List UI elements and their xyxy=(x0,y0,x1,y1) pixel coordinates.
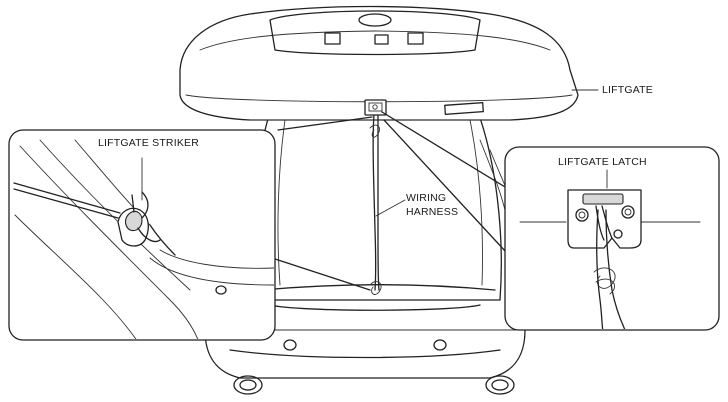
wiring-harness-label-line2: HARNESS xyxy=(406,206,459,218)
liftgate-latch-detail xyxy=(504,146,720,331)
liftgate-latch-label: LIFTGATE LATCH xyxy=(558,156,647,168)
liftgate-striker-detail xyxy=(8,129,276,341)
wiring-harness xyxy=(369,114,406,295)
liftgate-label: LIFTGATE xyxy=(602,84,653,96)
wiring-harness-label-line1: WIRING xyxy=(406,192,447,204)
liftgate-striker-label: LIFTGATE STRIKER xyxy=(98,137,200,149)
callout-lines xyxy=(271,111,511,291)
wiring-harness-leader-line xyxy=(375,199,406,217)
liftgate-panel xyxy=(179,5,579,121)
